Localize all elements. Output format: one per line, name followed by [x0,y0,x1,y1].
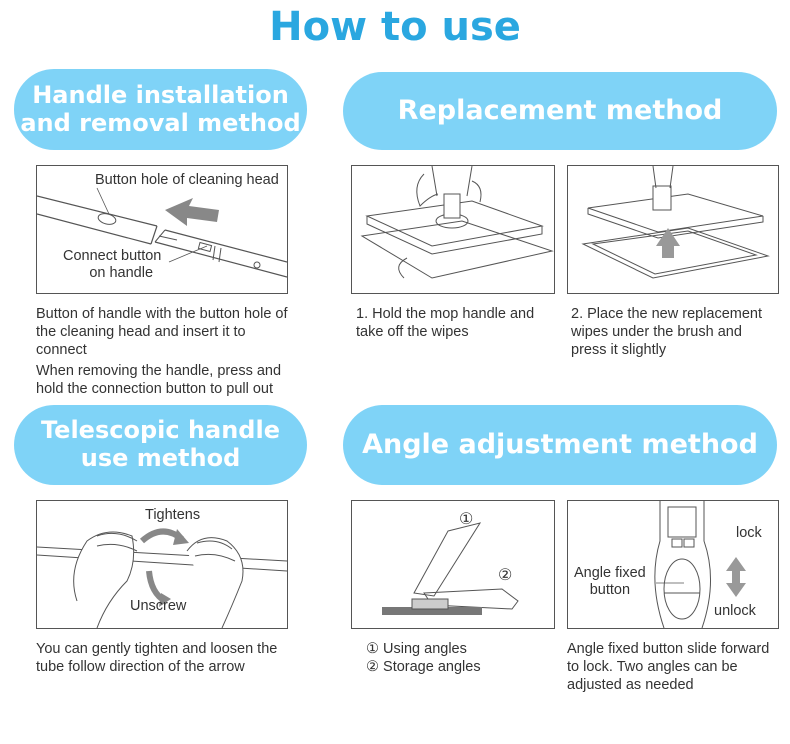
label-lock: lock [736,525,762,541]
angle-positions-svg [382,522,519,615]
heading-line: and removal method [20,108,301,137]
page-title: How to use [269,4,521,50]
label-line: Angle fixed [574,565,646,581]
legend-using-angles: ① Using angles [366,641,467,657]
label-angle-fixed-button: Angle fixed button [574,565,646,599]
heading-replacement: Replacement method [343,72,777,150]
caption-telescopic: You can gently tighten and loosen the tu… [36,641,278,675]
marker-using-angle: ① [459,511,474,528]
illustration-replacement-step2 [567,165,779,294]
replacement-step1-svg [360,166,554,279]
marker-storage-angle: ② [498,567,513,584]
handle-diagram-svg [37,187,287,278]
label-unlock: unlock [714,603,756,619]
heading-line: use method [80,444,241,472]
caption-replacement-step1: 1. Hold the mop handle and take off the … [356,306,535,340]
label-tightens: Tightens [145,507,201,523]
heading-angle-adjustment: Angle adjustment method [343,405,777,485]
illustration-angle-button: Angle fixed button lock unlock [567,500,779,629]
caption-angle-legend: ① Using angles ② Storage angles [366,640,566,676]
label-line: button [589,582,631,598]
heading-telescopic: Telescopic handle use method [14,405,307,485]
caption-replacement-step2: 2. Place the new replacement wipes under… [571,306,763,358]
telescopic-svg [37,528,287,628]
heading-line: Handle installation [32,80,289,109]
illustration-handle-installation: Button hole of cleaning head Connect but… [36,165,288,294]
heading-line: Telescopic handle [40,416,280,445]
caption-handle-install: Button of handle with the button hole of… [36,306,288,358]
label-button-hole: Button hole of cleaning head [95,172,279,188]
angle-button-svg [654,501,746,628]
illustration-angle-positions: ① ② [351,500,555,629]
label-connect-button: Connect button on handle [63,248,161,282]
replacement-step2-svg [581,166,770,279]
label-unscrew: Unscrew [130,598,187,614]
heading-text: Replacement method [397,95,723,127]
heading-text: Angle adjustment method [362,429,758,461]
heading-handle-installation: Handle installation and removal method [14,69,307,150]
caption-angle-button: Angle fixed button slide forward to lock… [567,641,770,693]
caption-handle-remove: When removing the handle, press and hold… [36,363,282,397]
label-line: Connect button [63,248,162,264]
label-line: on handle [89,265,154,281]
illustration-replacement-step1 [351,165,555,294]
illustration-telescopic: Tightens Unscrew [36,500,288,629]
legend-storage-angles: ② Storage angles [366,659,481,675]
